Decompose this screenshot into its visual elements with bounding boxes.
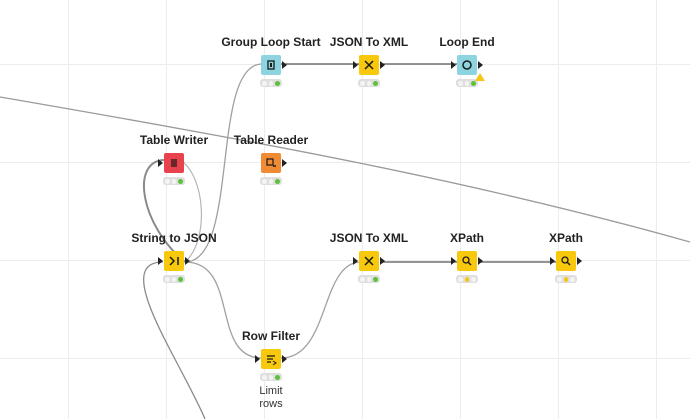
output-port[interactable] [282, 159, 287, 167]
connection-string-to-json-row-filter[interactable] [184, 261, 263, 359]
node-status [163, 275, 185, 283]
row-filter-icon [261, 349, 281, 369]
connection-incoming-from-below[interactable] [143, 261, 206, 419]
warning-icon [475, 73, 485, 81]
node-title: XPath [548, 231, 583, 245]
output-port[interactable] [282, 61, 287, 69]
node-table-reader[interactable]: Table Reader [211, 133, 331, 185]
node-title: Group Loop Start [221, 35, 321, 49]
node-title: Loop End [439, 35, 495, 49]
json-to-xml-icon [359, 55, 379, 75]
node-status [260, 373, 282, 381]
json-to-xml-icon [359, 251, 379, 271]
node-status [456, 275, 478, 283]
output-port[interactable] [185, 257, 190, 265]
output-port[interactable] [380, 61, 385, 69]
table-reader-icon [261, 153, 281, 173]
node-title: JSON To XML [329, 231, 409, 245]
output-port[interactable] [380, 257, 385, 265]
node-xpath-2[interactable]: XPath [506, 231, 626, 283]
connection-string-to-json-table-writer[interactable] [143, 159, 186, 263]
output-port[interactable] [282, 355, 287, 363]
annotation-curve [0, 96, 690, 243]
input-port[interactable] [158, 257, 163, 265]
output-port[interactable] [577, 257, 582, 265]
node-title: Row Filter [241, 329, 300, 343]
node-xpath-1[interactable]: XPath [407, 231, 527, 283]
output-port[interactable] [478, 61, 483, 69]
table-writer-icon [164, 153, 184, 173]
node-json-to-xml-bottom[interactable]: JSON To XML [309, 231, 429, 283]
node-loop-end[interactable]: Loop End [407, 35, 527, 87]
node-row-filter[interactable]: Row Filter Limit rows [211, 329, 331, 411]
node-status [358, 275, 380, 283]
connection-row-filter-json-to-xml[interactable] [280, 261, 362, 359]
node-status [163, 177, 185, 185]
node-status [555, 275, 577, 283]
node-title: Table Reader [233, 133, 309, 147]
node-title: String to JSON [131, 231, 217, 245]
input-port[interactable] [451, 257, 456, 265]
input-port[interactable] [550, 257, 555, 265]
xpath-icon [457, 251, 477, 271]
input-port[interactable] [353, 61, 358, 69]
connection-table-writer-back[interactable] [179, 159, 202, 263]
input-port[interactable] [451, 61, 456, 69]
node-status [260, 79, 282, 87]
node-status [456, 79, 478, 87]
output-port[interactable] [478, 257, 483, 265]
node-string-to-json[interactable]: String to JSON [114, 231, 234, 283]
node-status [358, 79, 380, 87]
node-group-loop-start[interactable]: Group Loop Start [211, 35, 331, 87]
connection-string-to-json-group-loop-start[interactable] [184, 63, 263, 263]
xpath-icon [556, 251, 576, 271]
input-port[interactable] [158, 159, 163, 167]
node-annotation[interactable]: Limit rows [259, 385, 283, 410]
string-to-json-icon [164, 251, 184, 271]
node-title: Table Writer [139, 133, 209, 147]
node-table-writer[interactable]: Table Writer [114, 133, 234, 185]
loop-end-icon [457, 55, 477, 75]
node-title: XPath [449, 231, 484, 245]
node-status [260, 177, 282, 185]
loop-start-icon [261, 55, 281, 75]
input-port[interactable] [255, 355, 260, 363]
node-json-to-xml-top[interactable]: JSON To XML [309, 35, 429, 87]
node-title: JSON To XML [329, 35, 409, 49]
input-port[interactable] [353, 257, 358, 265]
